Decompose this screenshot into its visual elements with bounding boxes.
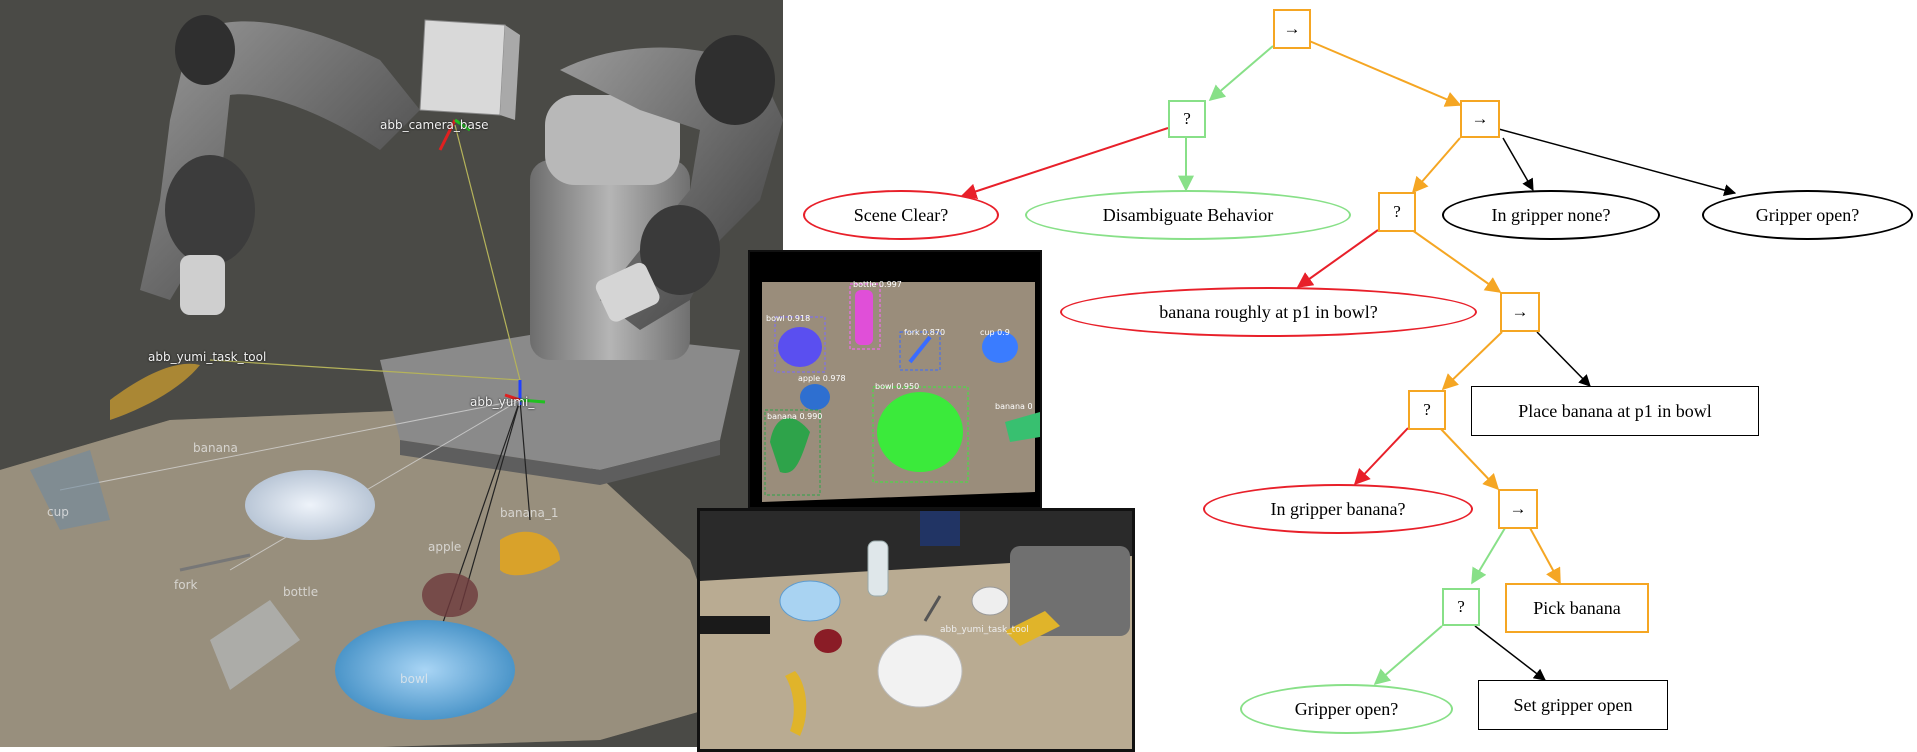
object-label-cup: cup (47, 505, 69, 519)
det-cup (982, 331, 1018, 363)
fallback-node-4[interactable]: ? (1442, 588, 1480, 626)
det-label-banana-right: banana 0 (995, 402, 1033, 411)
sequence-node-4[interactable]: → (1498, 489, 1538, 529)
edge-seq2-fallback (1411, 137, 1461, 194)
condition-disambiguate-behavior[interactable]: Disambiguate Behavior (1025, 190, 1351, 240)
camera-box (419, 19, 506, 116)
detection-render (762, 282, 1040, 502)
det-label-fork: fork 0.870 (904, 328, 946, 337)
condition-gripper-open-bottom[interactable]: Gripper open? (1240, 684, 1453, 734)
edge-banana-in-bowl (1296, 229, 1379, 288)
frame-label-camera: abb_camera_base (380, 118, 489, 132)
det-bowl (877, 392, 963, 472)
det-banana (770, 418, 810, 473)
object-label-bottle: bottle (283, 585, 319, 599)
condition-scene-clear[interactable]: Scene Clear? (803, 190, 999, 240)
apple-cloud (422, 573, 478, 617)
edge-seq4-fallback (1471, 527, 1506, 585)
det-bottle (855, 290, 873, 345)
edge-pick-banana (1529, 527, 1561, 585)
frame-label-task-tool: abb_yumi_task_tool (148, 350, 267, 364)
det-label-bottle: bottle 0.997 (853, 280, 902, 289)
object-label-fork: fork (174, 578, 198, 592)
sequence-node-2[interactable]: → (1460, 100, 1500, 138)
bottle-cloud (210, 600, 300, 690)
det-label-banana: banana 0.990 (767, 412, 823, 421)
det-apple (800, 384, 830, 410)
object-label-bowl: bowl (400, 672, 429, 686)
object-label-banana-1: banana_1 (500, 506, 559, 520)
action-pick-banana[interactable]: Pick banana (1505, 583, 1649, 633)
edge-set-gripper-open (1474, 625, 1546, 681)
plate-white (245, 470, 375, 540)
object-label-banana: banana (193, 441, 238, 455)
edge-gripper-open-top (1494, 127, 1737, 196)
edge-gripper-open-bottom (1373, 625, 1443, 686)
object-label-apple: apple (428, 540, 462, 554)
action-place-banana[interactable]: Place banana at p1 in bowl (1471, 386, 1759, 436)
fallback-node-1[interactable]: ? (1168, 100, 1206, 138)
edge-seq3-fallback (1441, 331, 1503, 391)
sequence-node-3[interactable]: → (1500, 292, 1540, 332)
edge-root-sequence (1306, 39, 1462, 107)
detection-view: bowl 0.918 bottle 0.997 fork 0.870 cup 0… (748, 250, 1042, 509)
edge-fallback2-sequence (1411, 229, 1502, 293)
robot-scene-view[interactable]: abb_camera_base abb_yumi_task_tool abb_y… (0, 0, 783, 747)
det-label-bowl-top: bowl 0.918 (766, 314, 811, 323)
det-label-apple: apple 0.978 (798, 374, 846, 383)
action-set-gripper-open[interactable]: Set gripper open (1478, 680, 1668, 730)
edge-in-gripper-banana (1353, 427, 1409, 486)
edge-scene-clear (960, 127, 1169, 200)
condition-banana-in-bowl[interactable]: banana roughly at p1 in bowl? (1060, 287, 1477, 337)
cup-cloud (30, 450, 110, 530)
condition-gripper-open-top[interactable]: Gripper open? (1702, 190, 1913, 240)
condition-in-gripper-none[interactable]: In gripper none? (1442, 190, 1660, 240)
edge-root-fallback (1208, 45, 1274, 102)
condition-in-gripper-banana[interactable]: In gripper banana? (1203, 484, 1473, 534)
edge-fallback3-sequence (1439, 427, 1500, 491)
edge-in-gripper-none (1502, 137, 1534, 192)
frame-label-base: abb_yumi_ (470, 395, 535, 409)
fallback-node-2[interactable]: ? (1378, 192, 1416, 232)
robot-base (380, 330, 740, 470)
det-label-cup: cup 0.9 (980, 328, 1010, 337)
camera-render (700, 511, 1132, 749)
banana-cloud (500, 531, 560, 576)
root-sequence-node[interactable]: → (1273, 9, 1311, 49)
camera-view: abb_yumi_task_tool (697, 508, 1135, 752)
det-label-bowl: bowl 0.950 (875, 382, 920, 391)
edge-place-banana (1536, 331, 1591, 387)
fallback-node-3[interactable]: ? (1408, 390, 1446, 430)
scene-render (0, 15, 783, 747)
det-bowl-top (778, 327, 822, 367)
camera-frame-label: abb_yumi_task_tool (940, 625, 1029, 635)
robot-left-arm (140, 21, 420, 301)
plate-blue (335, 620, 515, 720)
